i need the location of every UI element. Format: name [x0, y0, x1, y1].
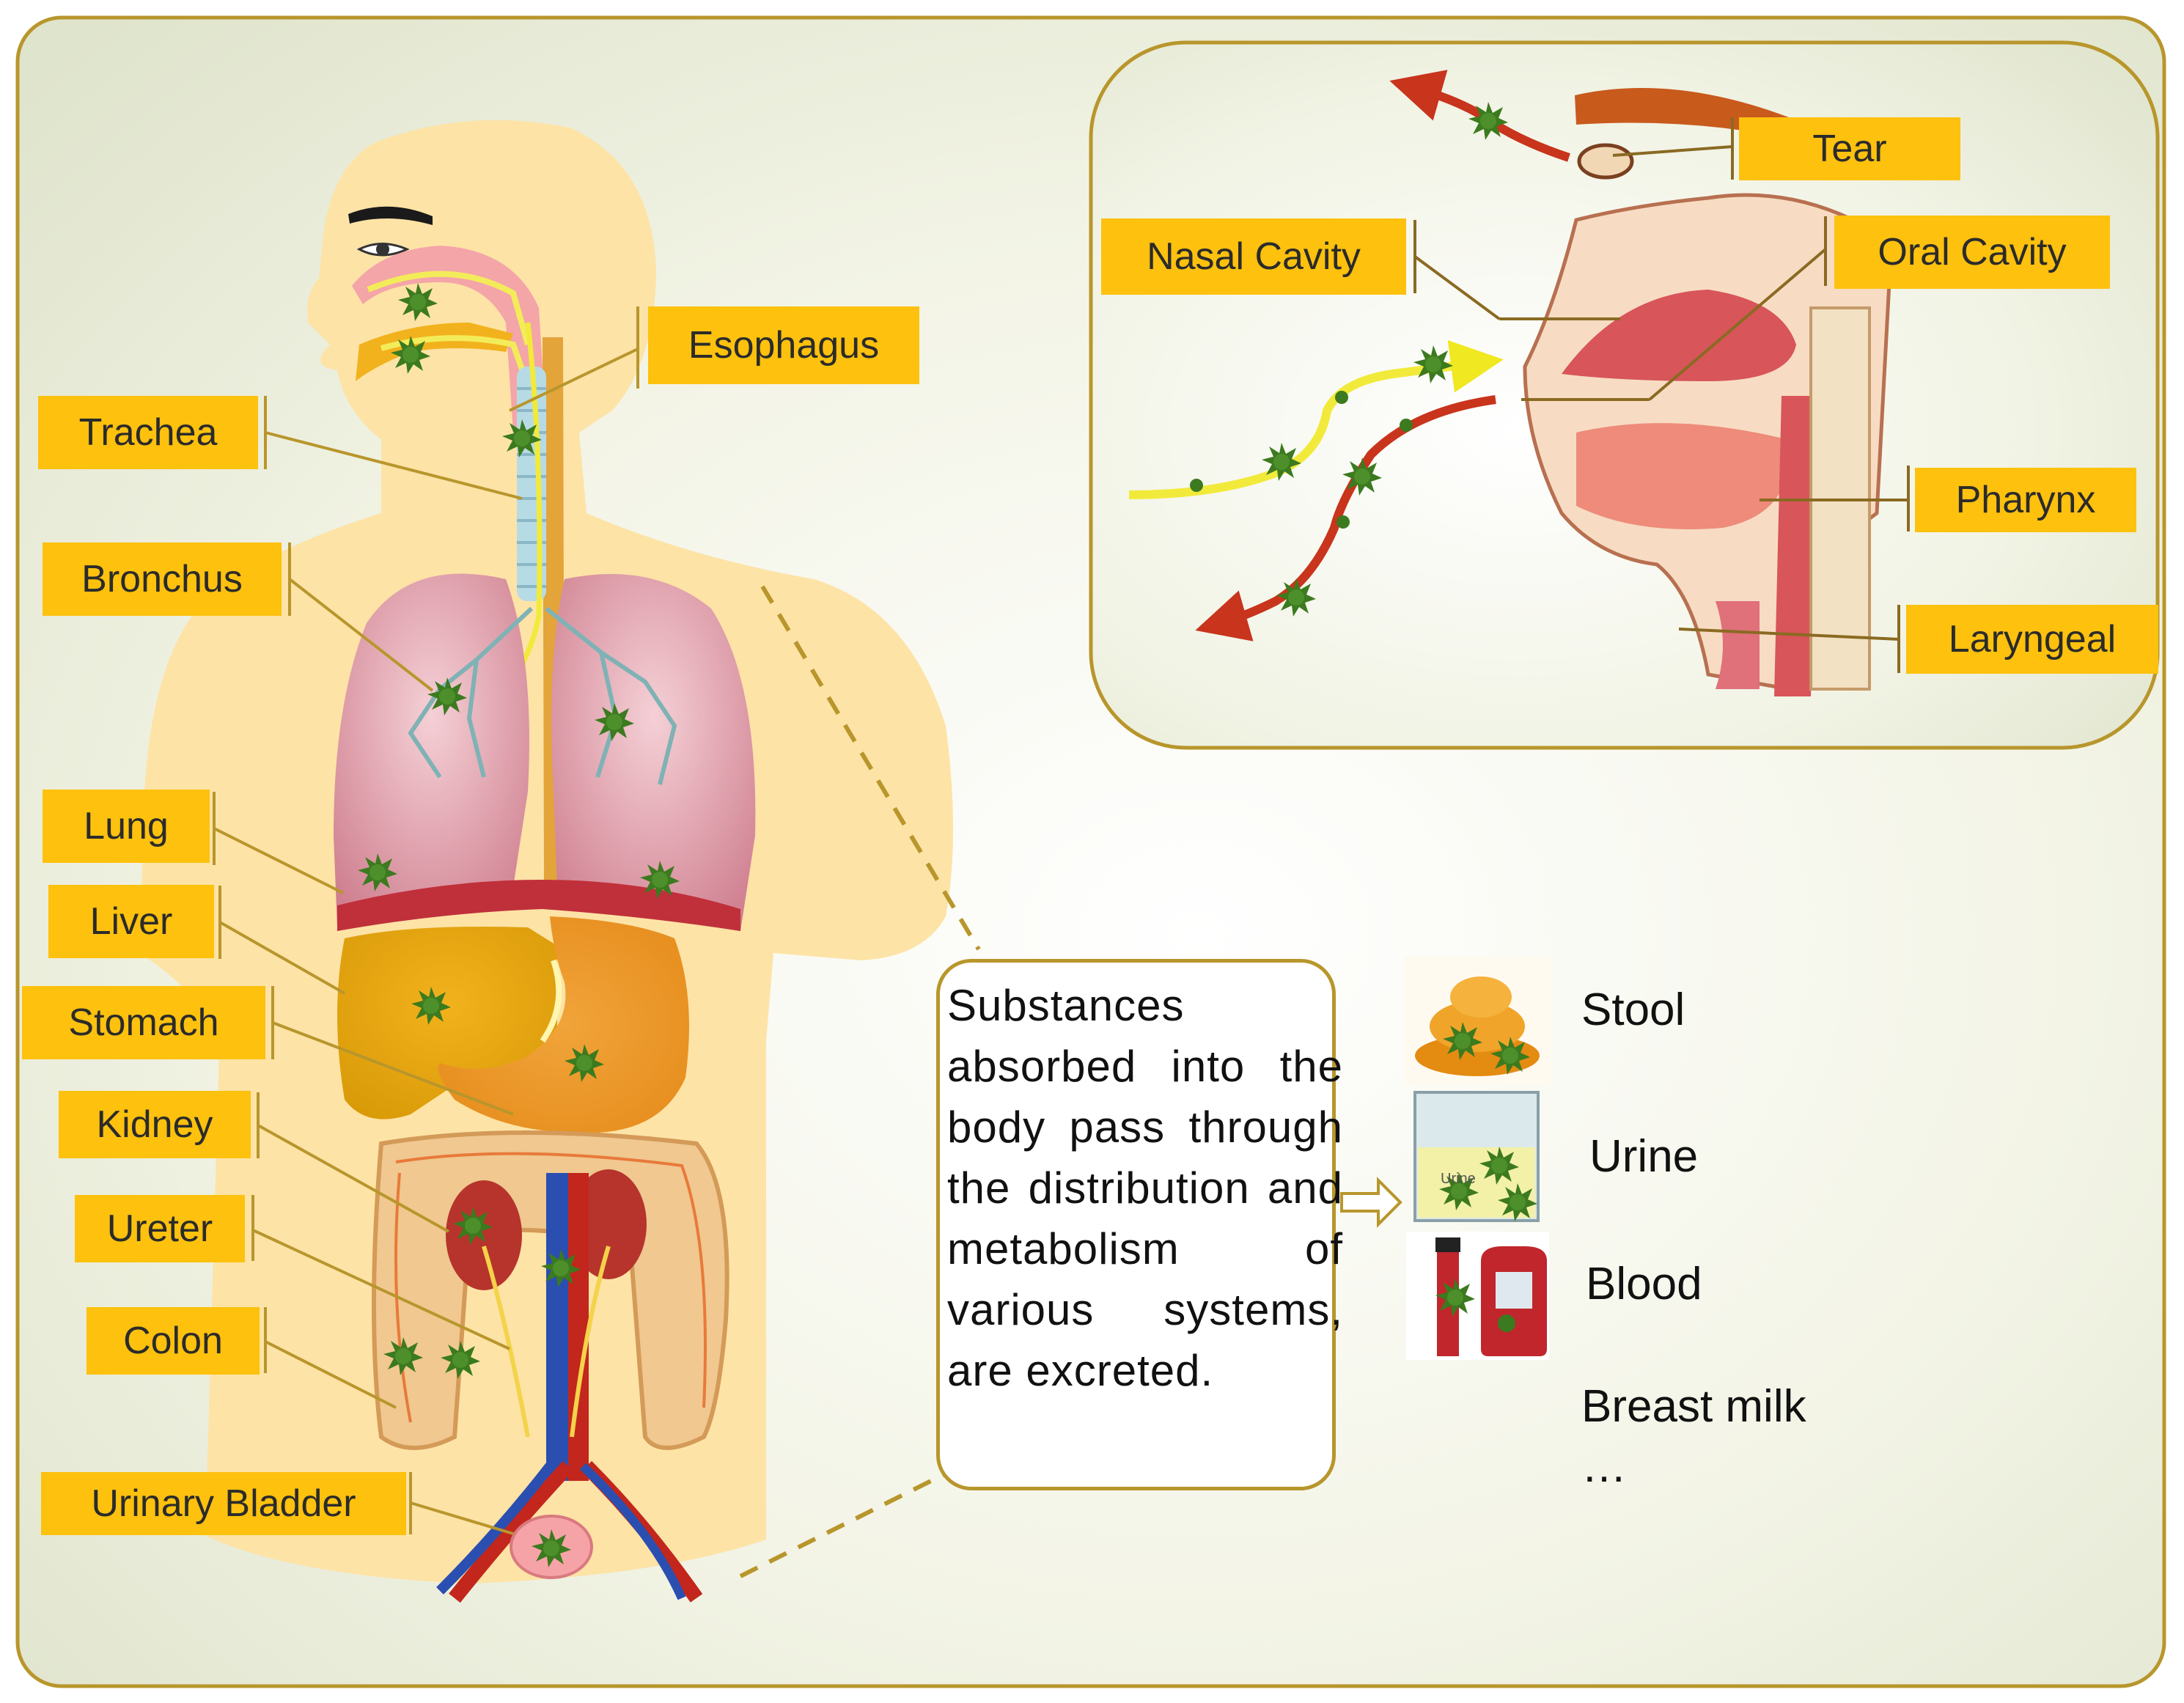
label-lung: Lung [43, 790, 210, 863]
lower-organs [372, 1130, 729, 1603]
output-more: … [1581, 1441, 1627, 1492]
output-stool: Stool [1581, 985, 1685, 1035]
label-urinary-bladder: Urinary Bladder [41, 1472, 406, 1535]
virus-markers-inset [1190, 102, 1508, 617]
label-colon: Colon [87, 1307, 260, 1375]
excretion-description: Substances absorbed into the body pass t… [947, 981, 1343, 1395]
label-kidney: Kidney [59, 1091, 251, 1158]
label-laryngeal: Laryngeal [1906, 605, 2158, 674]
stool-icon [1404, 957, 1551, 1085]
urine-icon [1413, 1091, 1540, 1222]
output-urine: Urine [1589, 1131, 1699, 1182]
excretion-description-box [936, 959, 1336, 1490]
label-liver: Liver [48, 885, 214, 958]
dashed-connectors [739, 585, 981, 1578]
lungs [334, 573, 756, 931]
label-trachea: Trachea [38, 396, 258, 469]
exhale-arrow-red [1195, 395, 1496, 641]
label-pharynx: Pharynx [1915, 468, 2136, 532]
excretion-arrow [1340, 1177, 1402, 1228]
leader-lines-inset [1413, 117, 1910, 673]
output-blood: Blood [1586, 1259, 1702, 1309]
abdomen-organs [337, 916, 689, 1133]
label-ureter: Ureter [75, 1195, 245, 1262]
label-bronchus: Bronchus [43, 542, 282, 616]
label-esophagus: Esophagus [648, 306, 919, 384]
label-nasal-cavity: Nasal Cavity [1101, 218, 1406, 295]
label-stomach: Stomach [22, 986, 265, 1059]
leader-lines-left [213, 306, 639, 1535]
blood-icon [1406, 1232, 1549, 1360]
output-breast-milk: Breast milk [1581, 1381, 1806, 1432]
label-oral-cavity: Oral Cavity [1834, 216, 2110, 289]
urine-jar-label: Urine [1441, 1171, 1476, 1187]
label-tear: Tear [1739, 117, 1960, 180]
